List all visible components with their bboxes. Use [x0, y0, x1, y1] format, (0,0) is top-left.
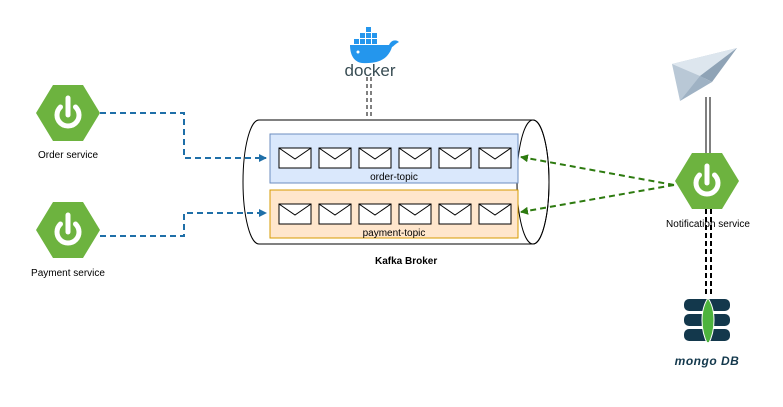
order-service-spring-icon	[36, 85, 100, 141]
paper-plane-icon	[672, 48, 737, 101]
message-envelope-icon	[358, 147, 392, 169]
message-envelope-icon	[278, 147, 312, 169]
order-consumer-arrow	[520, 154, 675, 186]
message-envelope-icon	[398, 147, 432, 169]
message-envelope-icon	[358, 203, 392, 225]
payment-service-spring-icon	[36, 202, 100, 258]
message-envelope-icon	[478, 203, 512, 225]
message-envelope-icon	[438, 147, 472, 169]
order-service-label: Order service	[38, 150, 98, 161]
message-envelope-icon	[438, 203, 472, 225]
order-topic-label: order-topic	[370, 172, 418, 183]
order-producer-arrow	[100, 112, 267, 162]
message-envelope-icon	[318, 147, 352, 169]
mongodb-logo-text: mongo DB	[675, 354, 740, 368]
notification-service-spring-icon	[675, 153, 739, 209]
docker-whale-icon	[350, 27, 399, 64]
payment-service-label: Payment service	[31, 268, 105, 279]
message-envelope-icon	[278, 203, 312, 225]
mongodb-logo	[684, 297, 730, 348]
docker-logo-text: docker	[344, 61, 395, 80]
payment-producer-arrow	[100, 209, 267, 237]
payment-consumer-arrow	[520, 184, 675, 215]
email-link-line	[705, 97, 711, 153]
order-topic-box	[269, 133, 519, 184]
docker-link-line	[366, 77, 372, 119]
kafka-broker-label: Kafka Broker	[375, 256, 437, 267]
payment-topic-label: payment-topic	[363, 228, 426, 239]
mongodb-link-line	[705, 209, 712, 296]
payment-topic-box	[269, 189, 519, 239]
message-envelope-icon	[478, 147, 512, 169]
notification-service-label: Notification service	[666, 219, 750, 230]
message-envelope-icon	[398, 203, 432, 225]
message-envelope-icon	[318, 203, 352, 225]
